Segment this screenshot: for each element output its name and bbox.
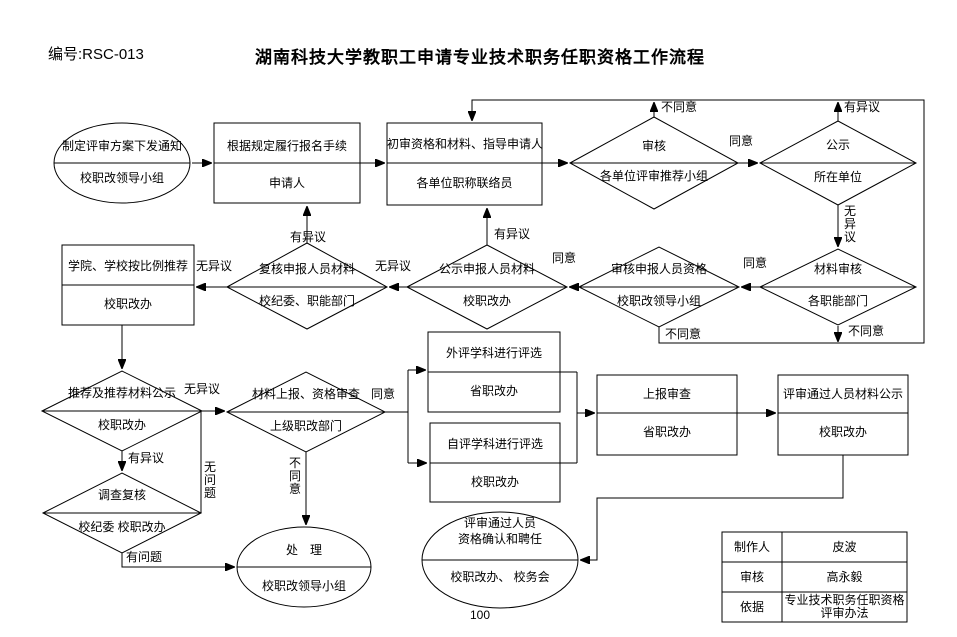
node-plan-line2: 校职改领导小组: [79, 171, 164, 185]
node-external-eval-line1: 外评学科进行评选: [445, 346, 542, 360]
node-report-review-line1: 上报审查: [642, 387, 691, 401]
edge-label-no-problem-vertical: 无问题: [203, 460, 216, 500]
node-recommend-publicity-line2: 校职改办: [97, 418, 146, 432]
document-code: 编号:RSC-013: [48, 46, 144, 63]
edge-label-objection-recheck: 有异议: [290, 230, 327, 244]
node-handle-line1: 处 理: [285, 543, 322, 557]
node-report-and-check-line2: 上级职改部门: [269, 419, 342, 433]
edge-label-disagree-vertical: 不同意: [288, 456, 301, 496]
node-report-review-line2: 省职改办: [642, 425, 691, 439]
node-passed-publicity-line2: 校职改办: [818, 425, 867, 439]
node-external-eval-line2: 省职改办: [469, 384, 518, 398]
node-report-review-shape: [596, 374, 738, 456]
edge-label-disagree-material: 不同意: [848, 324, 885, 338]
node-handle-line2: 校职改领导小组: [261, 579, 346, 593]
node-recheck-materials-line1: 复核申报人员材料: [258, 262, 355, 276]
edge-label-agree-4: 同意: [371, 387, 396, 401]
node-self-eval-line1: 自评学科进行评选: [446, 437, 543, 451]
edge-label-agree-1: 同意: [729, 134, 754, 148]
edge-label-no-objection-3: 无异议: [196, 259, 233, 273]
edge-label-disagree-qualification: 不同意: [665, 327, 702, 341]
node-confirm-line2: 资格确认和聘任: [457, 532, 542, 546]
edge-label-problem: 有问题: [126, 550, 163, 564]
node-recheck-materials-shape: [225, 242, 389, 330]
node-initial-review-line2: 各单位职称联络员: [416, 176, 513, 190]
edge-label-no-objection-vertical: 无异议: [843, 204, 856, 244]
node-apply-line2: 申请人: [268, 176, 305, 190]
node-unit-publicity-line1: 公示: [825, 138, 850, 152]
edge-label-agree-2: 同意: [743, 256, 768, 270]
node-material-review-line2: 各职能部门: [807, 294, 868, 308]
node-college-recommend-line1: 学院、学校按比例推荐: [67, 259, 188, 273]
node-unit-publicity-line2: 所在单位: [813, 170, 862, 184]
node-unit-review-line2: 各单位评审推荐小组: [599, 169, 708, 183]
node-initial-review-shape: [386, 122, 543, 206]
edge-label-objection-recommend: 有异议: [128, 451, 165, 465]
info-table-label-maker: 制作人: [733, 540, 770, 554]
node-investigate-line2: 校纪委 校职改办: [78, 520, 166, 534]
node-college-recommend-line2: 校职改办: [103, 297, 152, 311]
node-investigate-line1: 调查复核: [97, 488, 146, 502]
edge-investigate-handle-problem: [121, 553, 234, 567]
info-table-label-basis: 依据: [739, 600, 764, 614]
edge-label-no-objection-4: 无异议: [184, 382, 221, 396]
node-apply-line1: 根据规定履行报名手续: [226, 139, 347, 153]
node-confirm-line1: 评审通过人员: [463, 516, 536, 530]
info-table-value-maker: 皮波: [832, 540, 857, 554]
edge-passedpublicity-confirm: [581, 455, 844, 560]
edge-label-disagree-top: 不同意: [661, 100, 698, 114]
node-publicize-materials-line1: 公示申报人员材料: [438, 262, 535, 276]
node-passed-publicity-shape: [777, 374, 909, 456]
node-material-review-line1: 材料审核: [813, 262, 862, 276]
node-recommend-publicity-line1: 推荐及推荐材料公示: [67, 386, 176, 400]
edge-label-agree-3: 同意: [552, 251, 577, 265]
info-table-value-basis: 专业技术职务任职资格评审办法: [784, 593, 905, 620]
info-table-label-auditor: 审核: [739, 570, 764, 584]
node-plan-line1: 制定评审方案下发通知: [61, 139, 182, 153]
node-confirm-line3: 校职改办、 校务会: [450, 570, 550, 584]
node-passed-publicity-line1: 评审通过人员材料公示: [782, 387, 903, 401]
edge-label-objection-top: 有异议: [844, 100, 881, 114]
info-table-value-auditor: 高永毅: [826, 570, 863, 584]
edge-feedback-loop: [472, 99, 925, 344]
page-title: 湖南科技大学教职工申请专业技术职务任职资格工作流程: [255, 48, 705, 67]
node-report-and-check-line1: 材料上报、资格审查: [251, 387, 360, 401]
node-recheck-materials-line2: 校纪委、职能部门: [258, 294, 355, 308]
node-review-qualification-line2: 校职改领导小组: [616, 294, 701, 308]
node-initial-review-line1: 初审资格和材料、指导申请人: [387, 137, 544, 151]
node-review-qualification-line1: 审核申报人员资格: [610, 262, 707, 276]
edge-label-objection-publicize: 有异议: [494, 227, 531, 241]
node-self-eval-line2: 校职改办: [470, 475, 519, 489]
node-unit-review-line1: 审核: [641, 139, 666, 153]
edge-label-no-objection-2: 无异议: [375, 259, 412, 273]
info-table-border: [721, 531, 908, 623]
node-publicize-materials-line2: 校职改办: [462, 294, 511, 308]
page-number: 100: [469, 608, 491, 622]
